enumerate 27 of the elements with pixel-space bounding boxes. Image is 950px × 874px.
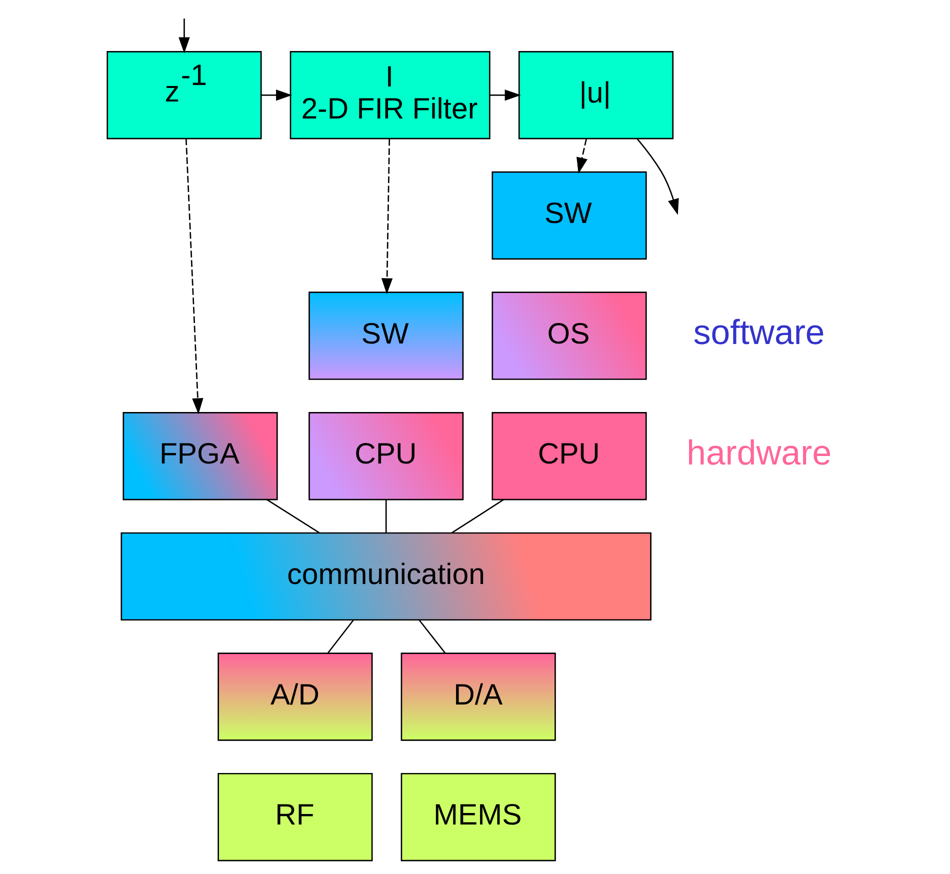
node-box: FPGA [122, 412, 278, 500]
connector [327, 620, 354, 654]
label: hardware [686, 434, 832, 473]
connector [418, 620, 446, 654]
node-box: CPU [308, 412, 464, 500]
arrow [178, 18, 190, 54]
arrow [381, 139, 393, 294]
node-box: OS [492, 292, 647, 380]
connector [452, 499, 504, 534]
arrow [576, 138, 588, 174]
node-box: SW [308, 292, 464, 380]
node-box: RF [218, 772, 373, 862]
arrow [636, 138, 679, 215]
connector [385, 500, 387, 533]
arrow [490, 90, 521, 101]
node-box: SW [492, 171, 647, 260]
node-box: |u| [518, 51, 674, 140]
node-box: D/A [400, 652, 556, 741]
node-box: CPU [492, 412, 647, 500]
node-box: communication [120, 532, 652, 621]
node-box: I 2-D FIR Filter [290, 51, 490, 140]
node-box: MEMS [400, 772, 556, 862]
connector [266, 499, 320, 534]
node-box: A/D [218, 652, 373, 741]
arrow [261, 90, 292, 101]
label: software [693, 314, 825, 352]
arrow [185, 138, 204, 414]
